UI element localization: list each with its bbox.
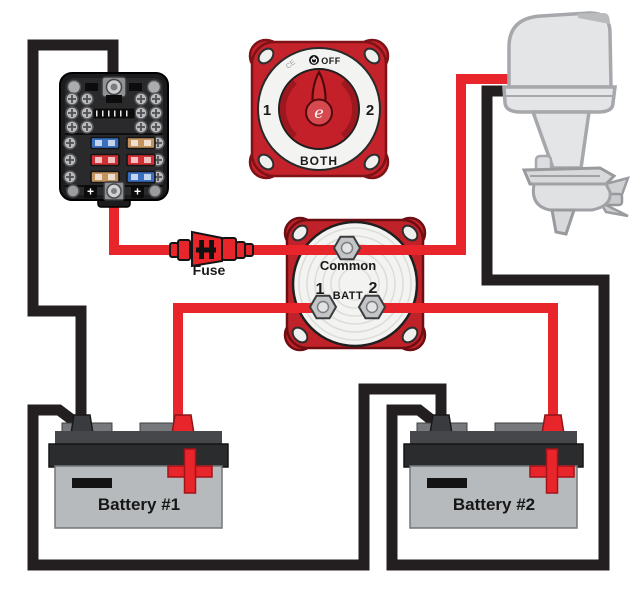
wire-positive-fuseblock-common-motor (109, 74, 515, 255)
corner-screw (66, 79, 82, 95)
cover-clip (106, 95, 122, 103)
off-label: OFF (321, 56, 341, 66)
fuse-block: + + (59, 72, 169, 208)
fuse-blue (90, 136, 120, 150)
common-terminal-nut (333, 235, 361, 261)
inline-fuse: Fuse (169, 230, 254, 278)
bus-slot (85, 83, 98, 91)
ground-wires (27, 39, 610, 571)
positive-bus-marker (131, 185, 144, 198)
negative-icon (427, 478, 467, 488)
logo-disc (305, 98, 333, 127)
fuse-wire-ferrule (244, 243, 254, 257)
gear-case (531, 182, 612, 212)
fuse-tan (90, 170, 120, 184)
corner-screw (148, 184, 162, 198)
wire-ground-fuseblock-battery1 (27, 39, 119, 423)
negative-icon (72, 478, 112, 488)
fuse-label: Fuse (193, 262, 226, 278)
battery-1-label: Battery #1 (98, 495, 180, 514)
positive-icon (167, 448, 213, 494)
wire-positive-terminal2-battery2 (372, 303, 558, 426)
knob-grip (279, 79, 298, 139)
rear-switch-terminals: Common 1 2 BATT (309, 235, 386, 320)
motor-cowling (507, 11, 613, 89)
cowling-vent (578, 13, 610, 24)
battery-switch-front: e OFF 1 2 BOTH CE (248, 38, 390, 180)
batt-label: BATT (333, 290, 364, 302)
ground-terminal-stud-center (110, 83, 118, 91)
position-2-label: 2 (366, 102, 374, 119)
positive-wires (109, 74, 558, 426)
plus-icon: + (134, 185, 141, 199)
ce-mark: CE (285, 59, 297, 71)
terminal-1-label: 1 (316, 281, 325, 298)
label-strip (92, 107, 136, 120)
fuse-red (126, 153, 156, 167)
fuse-red (90, 153, 120, 167)
fuse-wire-ferrule (235, 241, 246, 259)
terminal-2-label: 2 (369, 280, 378, 297)
wire-positive-battery1-terminal1 (173, 303, 323, 426)
position-1-label: 1 (263, 102, 271, 119)
fuse-blue (126, 170, 156, 184)
corner-screw (146, 79, 162, 95)
positive-icon (529, 448, 575, 494)
battery-top-plate (55, 431, 222, 446)
positive-bus-marker (84, 185, 97, 198)
battery-top-band (48, 443, 229, 468)
battery-1: Battery #1 (48, 414, 229, 529)
skeg (550, 208, 577, 236)
fuse-symbol-icon (196, 240, 216, 259)
fuse-wire-ferrule (169, 242, 179, 258)
knob-grip (340, 79, 359, 139)
outboard-motor (502, 11, 630, 236)
power-icon (309, 55, 319, 65)
common-terminal-label: Common (320, 258, 376, 273)
wire-ground-battery1-battery2 (27, 383, 447, 571)
bus-slot (129, 83, 142, 91)
battery-2-label: Battery #2 (453, 495, 535, 514)
battery-2: Battery #2 (403, 414, 584, 529)
battery-top-plate (410, 431, 577, 446)
fuse-wire-ferrule (177, 239, 191, 261)
wire-ground-battery2-motor (386, 85, 610, 571)
motor-lower-cowl (502, 85, 617, 114)
e-logo: e (314, 103, 323, 122)
fuse-holder-cap (221, 237, 237, 261)
positive-terminal-stud-center (111, 188, 117, 194)
plus-icon: + (87, 185, 94, 199)
corner-screw (66, 184, 80, 198)
both-label: BOTH (300, 154, 338, 168)
fuse-tan (126, 136, 156, 150)
